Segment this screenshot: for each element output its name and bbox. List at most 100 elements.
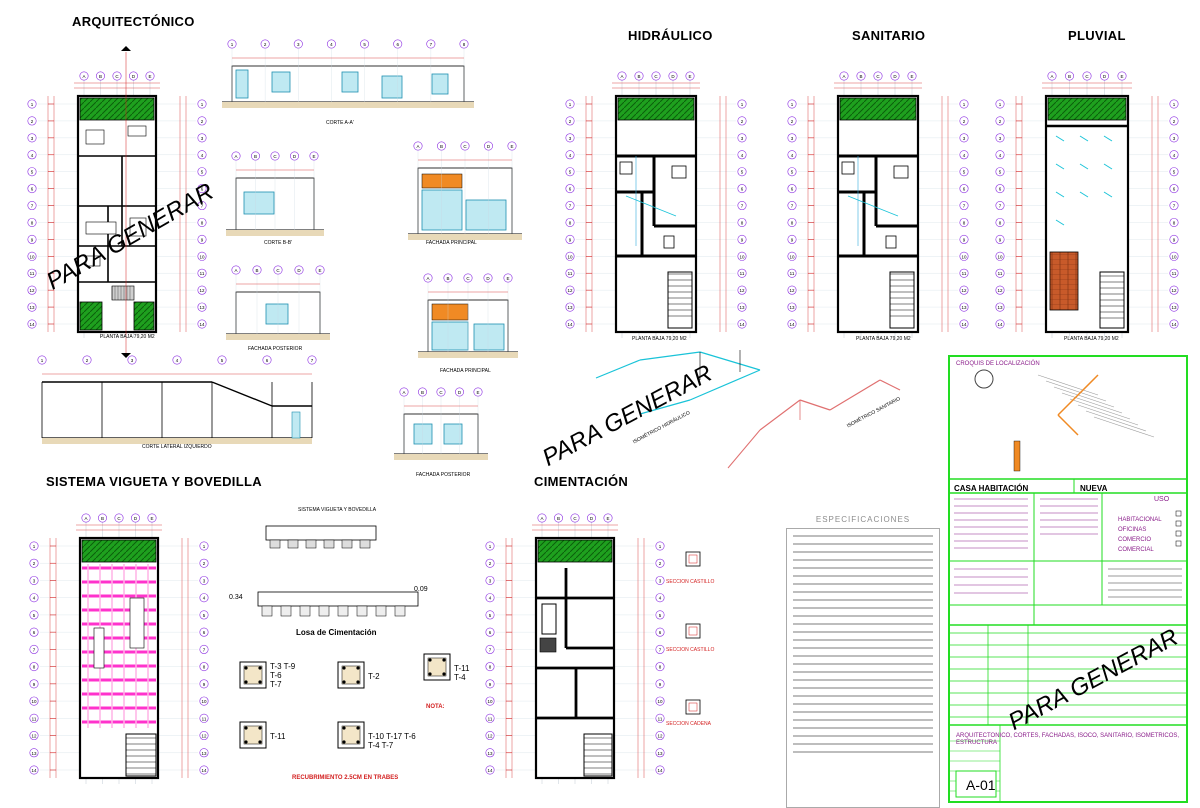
grid-bubble-label: A	[416, 144, 419, 149]
grid-bubble-label: 14	[961, 322, 967, 327]
grid-bubble	[787, 319, 797, 329]
grid-bubble	[485, 765, 495, 775]
vigueta	[280, 605, 292, 617]
grid-bubble-label: 3	[33, 578, 36, 583]
grid-bubble	[995, 133, 1005, 143]
grid-bubble-label: D	[1103, 74, 1107, 79]
label-fachada-principal-1: FACHADA PRINCIPAL	[426, 240, 477, 246]
grid-bubble	[565, 150, 575, 160]
grid-bubble	[27, 184, 37, 194]
grid-bubble-label: 14	[29, 322, 35, 327]
grid-bubble-label: 4	[999, 153, 1002, 158]
grid-bubble	[737, 201, 747, 211]
grid-bubble	[565, 116, 575, 126]
grid-bubble	[1169, 150, 1179, 160]
brick-roof	[1049, 251, 1079, 311]
castillo-stirrup	[688, 702, 698, 712]
uso-checkbox	[1175, 520, 1182, 527]
grid-bubble	[29, 765, 39, 775]
grid-bubble-label: 7	[963, 204, 966, 209]
grid-bubble-label: 6	[31, 187, 34, 192]
grid-bubble	[995, 251, 1005, 261]
grid-bubble	[485, 627, 495, 637]
grid-bubble	[655, 593, 665, 603]
grid-bubble-label: 3	[31, 136, 34, 141]
grid-bubble	[199, 593, 209, 603]
grid-bubble-label: 5	[489, 613, 492, 618]
grid-bubble	[856, 71, 866, 81]
grid-bubble	[485, 696, 495, 706]
grid-bubble	[565, 99, 575, 109]
grid-bubble	[565, 184, 575, 194]
grid-bubble-label: 14	[1171, 322, 1177, 327]
grid-bubble-label: A	[426, 276, 429, 281]
grid-bubble	[307, 355, 317, 365]
rebar	[244, 680, 248, 684]
rebar	[258, 680, 262, 684]
label-fachada-principal-2: FACHADA PRINCIPAL	[440, 368, 491, 374]
grid-bubble-label: 8	[999, 220, 1002, 225]
isometrico-sanitario	[727, 379, 901, 469]
north-icon	[974, 369, 994, 389]
title-pluvial: PLUVIAL	[1068, 28, 1126, 43]
grid-bubble	[199, 748, 209, 758]
trabe-core	[427, 657, 447, 677]
grid-bubble-label: 13	[1171, 305, 1177, 310]
grid-bubble-label: 10	[567, 254, 573, 259]
grid-bubble-label: 3	[963, 136, 966, 141]
grid-bubble	[537, 513, 547, 523]
grid-bubble-label: 5	[363, 42, 366, 47]
grid-bubble-label: 5	[201, 170, 204, 175]
void	[93, 627, 105, 669]
grid-bubble-label: E	[688, 74, 691, 79]
window	[421, 189, 463, 231]
site-marker	[1013, 440, 1021, 472]
grid-bubble-label: 2	[791, 119, 794, 124]
title-vigueta: SISTEMA VIGUETA Y BOVEDILLA	[46, 474, 262, 489]
title-block: CROQUIS DE LOCALIZACIÓN CASA HABITACIÓN …	[948, 355, 1188, 803]
grid-bubble	[565, 217, 575, 227]
grid-bubble	[737, 116, 747, 126]
grid-bubble	[570, 513, 580, 523]
grid-bubble-label: 2	[33, 561, 36, 566]
grid-bubble-label: 6	[791, 187, 794, 192]
rebar	[342, 726, 346, 730]
grid-bubble	[199, 696, 209, 706]
garden-bottom	[79, 301, 103, 331]
grid-bubble	[787, 302, 797, 312]
trabe-label-2: T-2	[368, 672, 380, 681]
grid-bubble-label: B	[1068, 74, 1071, 79]
grid-bubble	[565, 285, 575, 295]
grid-bubble-label: E	[150, 516, 153, 521]
grid-bubble	[1065, 71, 1075, 81]
label-seccion-castillo-2: SECCION CASTILLO	[666, 647, 715, 653]
grid-bubble	[27, 302, 37, 312]
rebar	[258, 666, 262, 670]
title-cimentacion: CIMENTACIÓN	[534, 474, 629, 489]
grid-bubble	[655, 662, 665, 672]
grid-bubble-label: 7	[1173, 204, 1176, 209]
grid-bubble-label: 2	[999, 119, 1002, 124]
grid-bubble	[1169, 268, 1179, 278]
trabe-label-4: T-11	[270, 732, 286, 741]
grid-bubble	[82, 355, 92, 365]
grid-bubble-label: 9	[791, 237, 794, 242]
label-dim-034: 0.34	[229, 594, 243, 601]
bed	[127, 125, 147, 137]
grid-bubble-label: 3	[999, 136, 1002, 141]
grid-bubble	[485, 593, 495, 603]
grid-bubble	[199, 627, 209, 637]
grid-bubble	[565, 268, 575, 278]
grid-bubble-label: 3	[489, 578, 492, 583]
grid-bubble	[199, 662, 209, 672]
sheet-box	[955, 770, 997, 798]
title-block-grid	[950, 369, 1186, 801]
grid-bubble-label: 10	[199, 254, 205, 259]
title-arquitectonico: ARQUITECTÓNICO	[72, 14, 195, 29]
grid-bubble	[787, 251, 797, 261]
castillo-section	[685, 551, 701, 567]
window	[473, 323, 505, 351]
grid-bubble	[603, 513, 613, 523]
